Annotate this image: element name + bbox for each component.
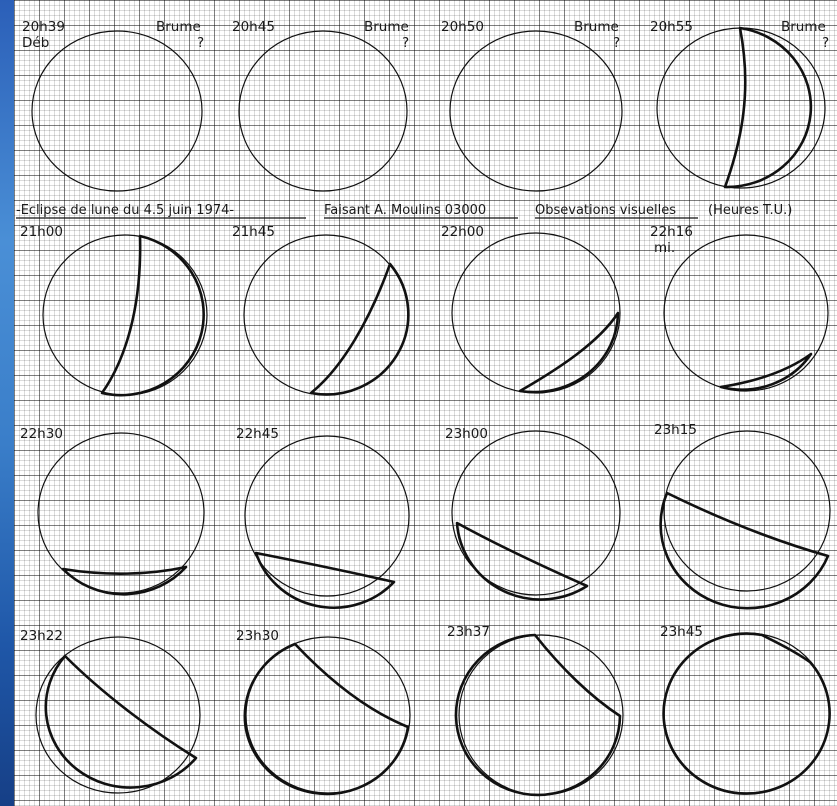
panel-note: Brume (574, 19, 619, 35)
panel-time: 22h45 (236, 426, 279, 442)
eclipse-panel: 23h22 (20, 628, 200, 793)
panel-time: 23h45 (660, 624, 703, 640)
panel-time: 21h45 (232, 224, 275, 240)
caption-observer: Faisant A. Moulins 03000 (324, 203, 486, 218)
umbra-shadow (721, 354, 811, 390)
panel-time: 22h30 (20, 426, 63, 442)
panel-note-2: ? (402, 35, 409, 51)
eclipse-caption: -Eclipse de lune du 4.5 juin 1974- Faisa… (16, 203, 792, 218)
panel-time: 23h37 (447, 624, 490, 640)
graph-paper-sheet: 20h39 Déb Brume ? 20h45 Brume ? 20h50 Br… (14, 0, 837, 806)
eclipse-panel: 20h45 Brume ? (232, 19, 409, 191)
moon-disk (459, 635, 623, 795)
panel-sub: Déb (22, 35, 49, 51)
umbra-shadow (102, 236, 204, 395)
eclipse-panel: 23h45 (660, 624, 830, 794)
umbra-shadow (520, 313, 618, 392)
panel-time: 23h22 (20, 628, 63, 644)
panel-time: 21h00 (20, 224, 63, 240)
panel-time: 20h55 (650, 19, 693, 35)
umbra-shadow (456, 635, 620, 795)
panel-time: 23h30 (236, 628, 279, 644)
moon-disk (657, 28, 825, 188)
umbra-shadow (256, 553, 394, 608)
caption-units: (Heures T.U.) (708, 203, 792, 218)
eclipse-panel: 23h30 (236, 628, 410, 794)
panel-time: 22h00 (441, 224, 484, 240)
panel-time: 23h15 (654, 422, 697, 438)
panel-time: 20h45 (232, 19, 275, 35)
panel-note-2: ? (613, 35, 620, 51)
panel-time: 22h16 (650, 224, 693, 240)
eclipse-panel: 20h55 Brume ? (650, 19, 829, 188)
panel-time: 20h39 (22, 19, 65, 35)
eclipse-panel: 20h50 Brume ? (441, 19, 622, 191)
eclipse-panel: 21h45 (232, 224, 408, 395)
moon-disk (450, 31, 622, 191)
eclipse-drawing: 20h39 Déb Brume ? 20h45 Brume ? 20h50 Br… (14, 0, 837, 806)
panel-note-2: ? (197, 35, 204, 51)
eclipse-panel: 20h39 Déb Brume ? (22, 19, 204, 191)
moon-disk (245, 436, 409, 596)
moon-disk (32, 31, 202, 191)
moon-disk (664, 431, 830, 591)
eclipse-panel: 23h37 (447, 624, 623, 795)
umbra-shadow (725, 28, 811, 187)
umbra-shadow (245, 644, 408, 794)
eclipse-panel: 22h16 mi. (650, 224, 828, 391)
eclipse-panel: 22h30 (20, 426, 204, 594)
moon-disk (664, 235, 828, 391)
panel-sub: mi. (654, 240, 675, 256)
caption-title: -Eclipse de lune du 4.5 juin 1974- (16, 203, 234, 218)
panel-time: 23h00 (445, 426, 488, 442)
panel-time: 20h50 (441, 19, 484, 35)
eclipse-panel: 21h00 (20, 224, 207, 395)
panel-note-2: ? (822, 35, 829, 51)
umbra-shadow (63, 567, 186, 594)
caption-kind: Obsevations visuelles (535, 203, 676, 218)
eclipse-panel: 23h15 (654, 422, 830, 608)
eclipse-panel: 22h45 (236, 426, 409, 608)
umbra-shadow (46, 656, 196, 788)
umbra-shadow (457, 523, 587, 600)
umbra-shadow (311, 264, 408, 394)
panel-note: Brume (781, 19, 826, 35)
eclipse-panel: 22h00 (441, 224, 620, 393)
panel-note: Brume (364, 19, 409, 35)
umbra-shadow (664, 634, 830, 794)
panel-note: Brume (156, 19, 201, 35)
moon-disk (239, 31, 407, 191)
eclipse-panel: 23h00 (445, 426, 620, 600)
